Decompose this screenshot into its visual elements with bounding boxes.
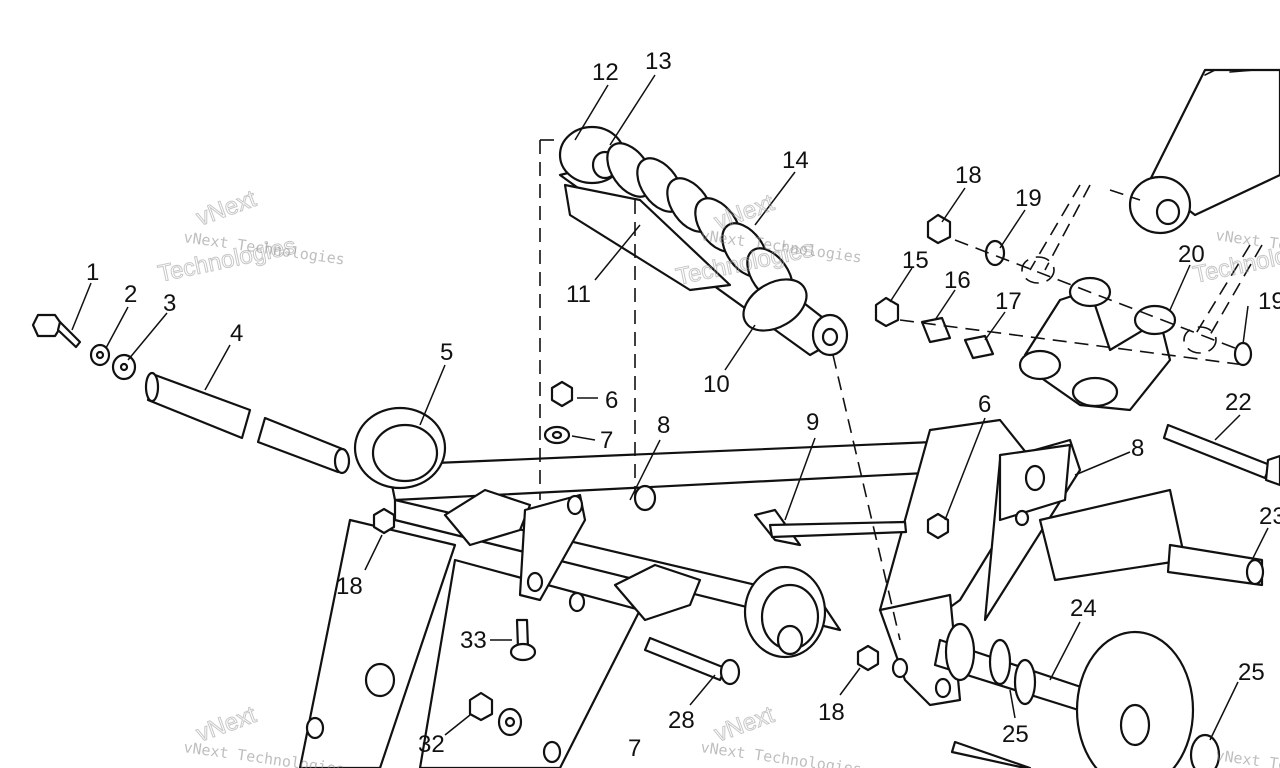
- upper-shock-body: [1128, 68, 1280, 235]
- leader-lines: [71, 74, 1269, 741]
- callout-19: 19: [1015, 185, 1042, 212]
- wheel-assembly: [933, 622, 1221, 768]
- watermark-text: vNext Technologies: [1214, 746, 1280, 768]
- shaft-4: [144, 371, 351, 475]
- shock-spring-coils: [606, 142, 794, 303]
- assembly-lines: [539, 139, 1263, 641]
- bushing-16: [920, 316, 952, 344]
- callout-14: 14: [782, 147, 809, 174]
- callout-33: 33: [460, 627, 487, 654]
- callout-7-lower: 7: [628, 735, 641, 762]
- spacer-bracket: [1018, 276, 1177, 412]
- frame-assembly: [298, 406, 1265, 768]
- callout-10: 10: [703, 371, 730, 398]
- nut-6: [550, 380, 574, 408]
- callout-24: 24: [1070, 595, 1097, 622]
- callout-19-right: 19: [1258, 288, 1280, 315]
- callout-12: 12: [592, 59, 619, 86]
- nut-18-top: [926, 213, 952, 245]
- callout-15: 15: [902, 247, 929, 274]
- washer-19: [984, 239, 1006, 267]
- callout-8-right: 8: [1131, 435, 1144, 462]
- callout-7-left: 7: [600, 427, 613, 454]
- bolt-28: [643, 636, 741, 686]
- callout-18-top: 18: [955, 162, 982, 189]
- callout-28: 28: [668, 707, 695, 734]
- callout-11: 11: [566, 281, 591, 308]
- callout-6-right: 6: [978, 391, 991, 418]
- callout-23: 23: [1259, 503, 1280, 530]
- callout-13: 13: [645, 48, 672, 75]
- callout-16: 16: [944, 267, 971, 294]
- watermark-outline: vNext: [193, 185, 260, 231]
- washer-19-right: [1233, 341, 1253, 367]
- callout-20: 20: [1178, 241, 1205, 268]
- callout-25-left: 25: [1002, 721, 1029, 748]
- callout-2: 2: [124, 281, 137, 308]
- callout-18-lower: 18: [818, 699, 845, 726]
- shock-absorber: [558, 125, 849, 357]
- nut-6-right: [926, 512, 950, 540]
- screw-33: [509, 618, 537, 662]
- watermark-outline: vNext: [711, 701, 778, 747]
- callout-3: 3: [163, 290, 176, 317]
- bolt-1: [31, 313, 82, 349]
- callout-32: 32: [418, 731, 445, 758]
- watermark-outline: vNext: [193, 701, 260, 747]
- bushing-8: [633, 484, 657, 512]
- callout-4: 4: [230, 320, 243, 347]
- nut-18-lower: [856, 644, 880, 672]
- bushing-17: [963, 334, 995, 360]
- callout-8-left: 8: [657, 412, 670, 439]
- hardware-parts: [31, 213, 1280, 768]
- callout-18-left: 18: [336, 573, 363, 600]
- nut-32: [468, 691, 494, 722]
- callout-1: 1: [86, 259, 99, 286]
- callout-6-left: 6: [605, 387, 618, 414]
- callout-25-right: 25: [1238, 659, 1265, 686]
- bolt-22: [1162, 423, 1280, 487]
- nut-18-left: [372, 507, 396, 535]
- callout-17: 17: [995, 288, 1022, 315]
- callout-5: 5: [440, 339, 453, 366]
- nut-15: [874, 296, 900, 328]
- bracket-9: [753, 508, 908, 547]
- callout-9: 9: [806, 409, 819, 436]
- callout-22: 22: [1225, 389, 1252, 416]
- callout-labels: 1 2 3 4 5 6 7 8 9 10 11 12 13 14 15 16 1…: [86, 48, 1280, 762]
